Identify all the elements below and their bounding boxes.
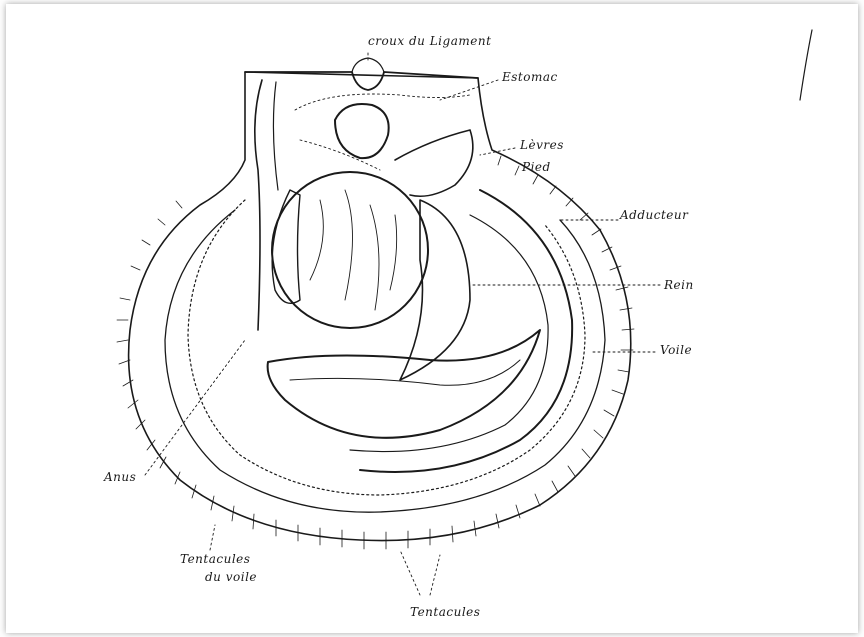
label-adducteur: Adducteur bbox=[620, 208, 688, 222]
label-anus: Anus bbox=[104, 470, 136, 484]
label-levres: Lèvres bbox=[520, 138, 564, 152]
mantle-inner-line bbox=[165, 210, 605, 512]
label-voile: Voile bbox=[660, 343, 692, 357]
pallial-dotted-1 bbox=[295, 94, 470, 110]
stomach-oval bbox=[335, 104, 389, 158]
leader-tentacules bbox=[400, 550, 440, 595]
leader-levres bbox=[480, 148, 515, 155]
label-estomac: Estomac bbox=[502, 70, 558, 84]
margin-mark bbox=[800, 30, 812, 100]
label-tentacules-voile-line1: Tentacules bbox=[180, 552, 250, 566]
crescent-inner bbox=[290, 360, 520, 385]
label-croux-ligament: croux du Ligament bbox=[368, 34, 491, 48]
velum-band bbox=[188, 200, 585, 495]
tentacle-fringe bbox=[117, 156, 634, 549]
rein-kidney bbox=[400, 200, 470, 380]
label-pied: Pied bbox=[522, 160, 551, 174]
leader-anus bbox=[145, 340, 245, 475]
adductor-inner bbox=[350, 215, 548, 452]
leader-lines bbox=[145, 50, 660, 595]
left-body-wall bbox=[255, 80, 262, 330]
label-tentacules-voile-line2: du voile bbox=[205, 570, 257, 584]
leader-estomac bbox=[440, 80, 498, 100]
foot-strand bbox=[395, 130, 473, 196]
label-tentacules: Tentacules bbox=[410, 605, 480, 619]
digestive-gland bbox=[272, 172, 428, 328]
pallial-dotted-2 bbox=[300, 140, 380, 170]
left-body-wall-2 bbox=[273, 82, 278, 190]
crescent-gill bbox=[268, 330, 540, 438]
label-rein: Rein bbox=[664, 278, 694, 292]
leader-tentacules-voile bbox=[210, 525, 215, 550]
gland-vein-1 bbox=[310, 190, 397, 310]
